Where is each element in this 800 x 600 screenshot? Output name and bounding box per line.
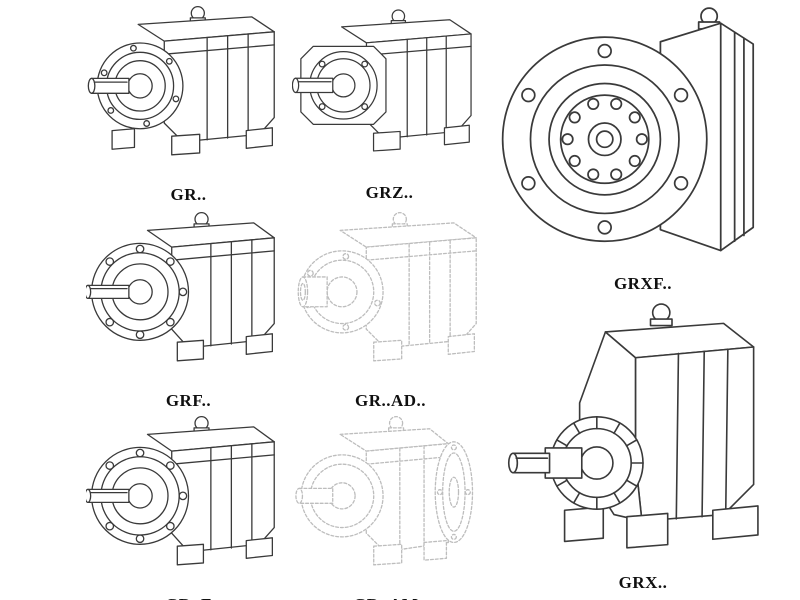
gearbox-label-gr: GR.. (170, 184, 207, 204)
gearbox-art-grf (86, 208, 291, 390)
gearbox-drawing-grx (498, 296, 788, 572)
figure-grx: GRX.. (498, 296, 788, 596)
gearbox-art-grf2 (86, 412, 291, 594)
gearbox-label-grf: GRF.. (165, 390, 212, 410)
gearbox-drawing-grad (288, 208, 493, 390)
gearbox-art-grz (292, 2, 487, 182)
gearbox-drawing-grxf (498, 0, 788, 273)
gearbox-art-gr (86, 2, 291, 184)
gearbox-drawing-grz (292, 2, 487, 182)
gearbox-drawing-gr (86, 2, 291, 184)
figure-grf: GRF.. (86, 208, 291, 410)
gearbox-drawing-grf2 (86, 412, 291, 594)
gearbox-label-grxf: GRXF.. (613, 273, 673, 293)
gearbox-label-gram: GR..AM.. (353, 594, 428, 600)
figure-gr: GR.. (86, 2, 291, 206)
gearbox-art-gram (288, 412, 493, 594)
gearbox-drawing-grf (86, 208, 291, 390)
gearbox-label-grf2: GR..F (165, 594, 212, 600)
figure-grz: GRZ.. (292, 2, 487, 206)
gearbox-art-grad (288, 208, 493, 390)
gearbox-art-grxf (498, 0, 788, 273)
figure-grxf: GRXF.. (498, 0, 788, 293)
gearbox-label-grz: GRZ.. (365, 183, 414, 202)
gearbox-art-grx (498, 296, 788, 572)
figure-grf2: GR..F (86, 412, 291, 600)
gearbox-drawing-gram (288, 412, 493, 594)
figure-grad: GR..AD.. (288, 208, 493, 410)
gearbox-label-grad: GR..AD.. (354, 390, 427, 410)
gearbox-label-grx: GRX.. (618, 573, 668, 592)
figure-gram: GR..AM.. (288, 412, 493, 600)
